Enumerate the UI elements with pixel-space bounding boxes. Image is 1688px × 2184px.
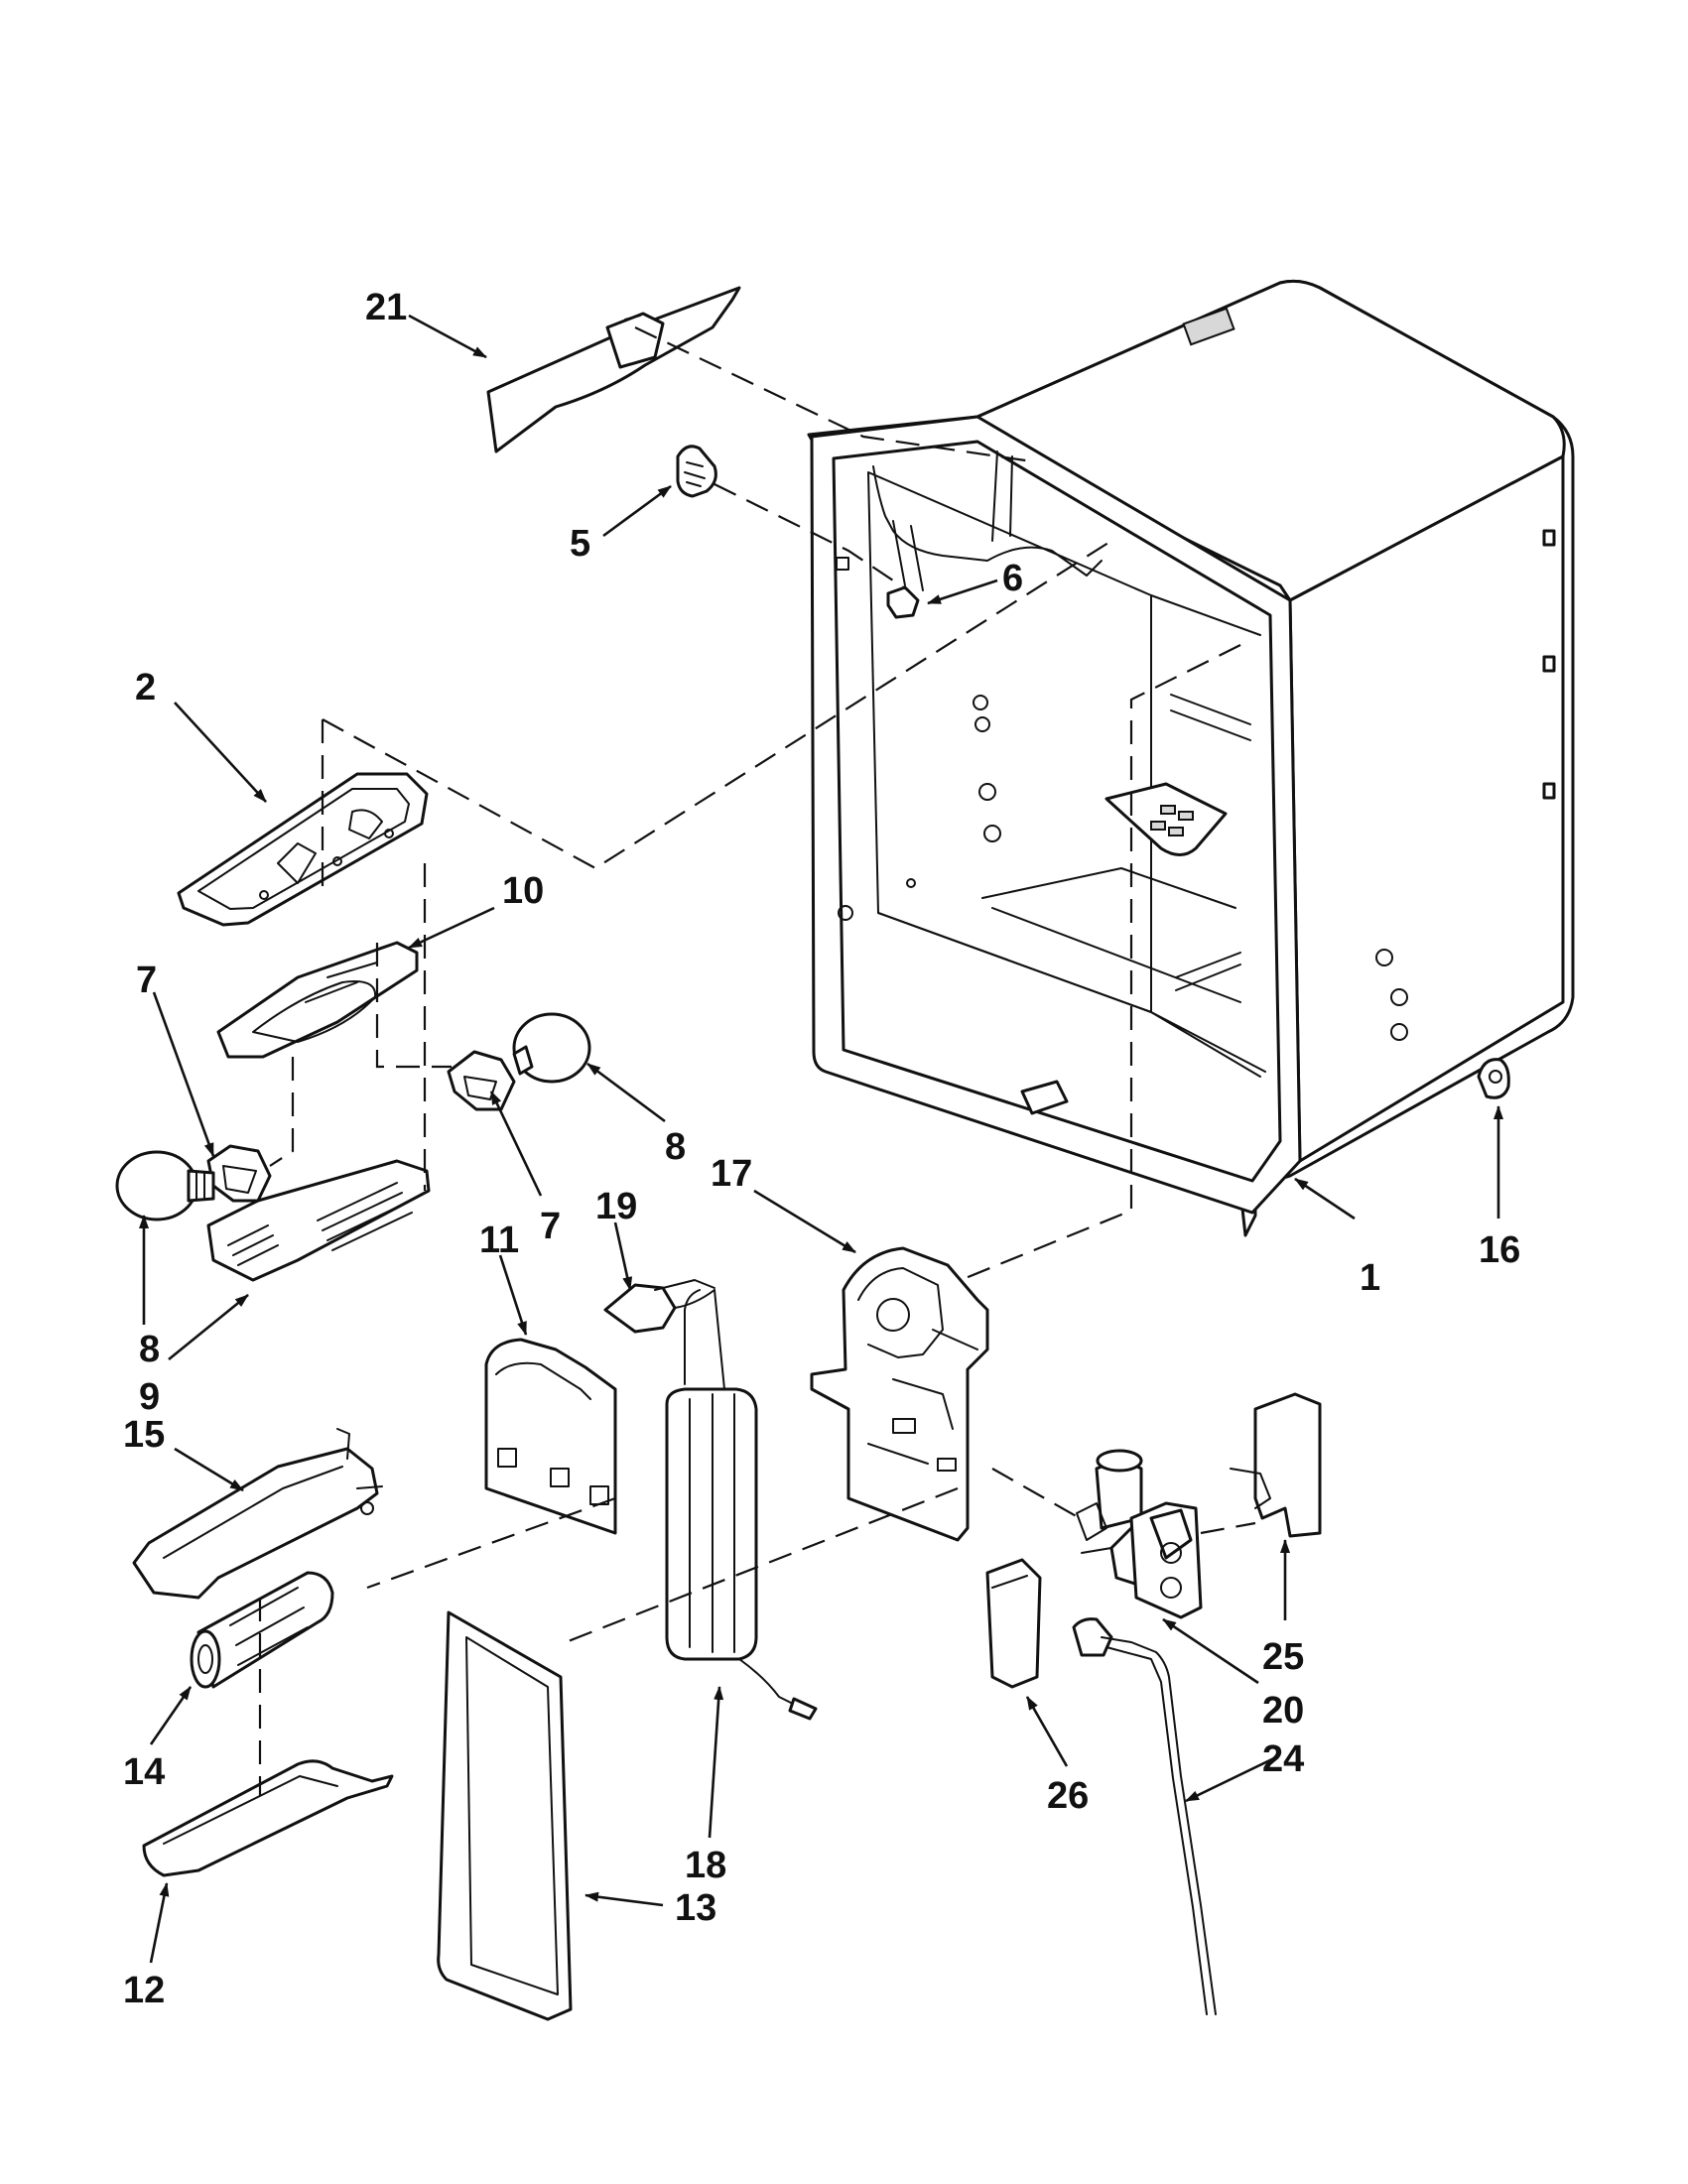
label-16: 16 [1479,1229,1520,1271]
label-20: 20 [1262,1690,1304,1732]
label-2: 2 [135,667,156,708]
part-17 [810,1246,989,1542]
label-7-left: 7 [136,960,157,1001]
part-5 [676,445,717,498]
part-20 [1076,1449,1203,1619]
label-25: 25 [1262,1636,1304,1678]
label-15: 15 [123,1414,165,1456]
label-9: 9 [139,1376,160,1418]
part-7-socket-left [206,1144,272,1203]
part-2 [177,772,429,927]
part-18 [665,1289,818,1721]
part-11 [484,1338,617,1535]
part-24 [1072,1617,1217,2015]
part-21 [486,286,741,453]
part-15 [132,1428,383,1600]
part-10 [216,941,419,1059]
label-26: 26 [1047,1775,1089,1817]
label-17: 17 [711,1153,752,1195]
part-25 [1230,1392,1322,1538]
part-7-socket-right [447,1050,516,1111]
part-9 [206,1159,431,1282]
part-13 [437,1610,573,2021]
label-14: 14 [123,1751,165,1793]
part-12 [142,1759,394,1877]
label-13: 13 [675,1887,716,1929]
label-7-right: 7 [540,1206,561,1247]
part-16 [1477,1058,1510,1099]
part-26 [985,1558,1042,1689]
assembly-dash-lines [258,326,1256,1796]
label-6: 6 [1002,558,1023,599]
callout-leaders [139,314,1503,1964]
label-21: 21 [365,287,407,328]
callout-labels: 21 5 6 2 10 7 7 8 8 9 11 19 17 1 16 15 1… [123,287,1520,2011]
label-5: 5 [570,523,590,565]
label-11: 11 [479,1220,519,1261]
part-8-bulb-right [512,1012,591,1084]
label-10: 10 [502,870,544,912]
label-24: 24 [1262,1738,1304,1780]
label-1: 1 [1360,1257,1380,1299]
part-19 [603,1279,715,1334]
label-19: 19 [595,1186,637,1227]
cabinet-liner-part-1 [807,279,1575,1237]
label-8-left: 8 [139,1329,160,1370]
label-8-right: 8 [665,1126,686,1168]
part-14 [190,1571,334,1689]
label-18: 18 [685,1845,726,1886]
part-8-bulb-left [115,1150,215,1221]
label-12: 12 [123,1970,165,2011]
